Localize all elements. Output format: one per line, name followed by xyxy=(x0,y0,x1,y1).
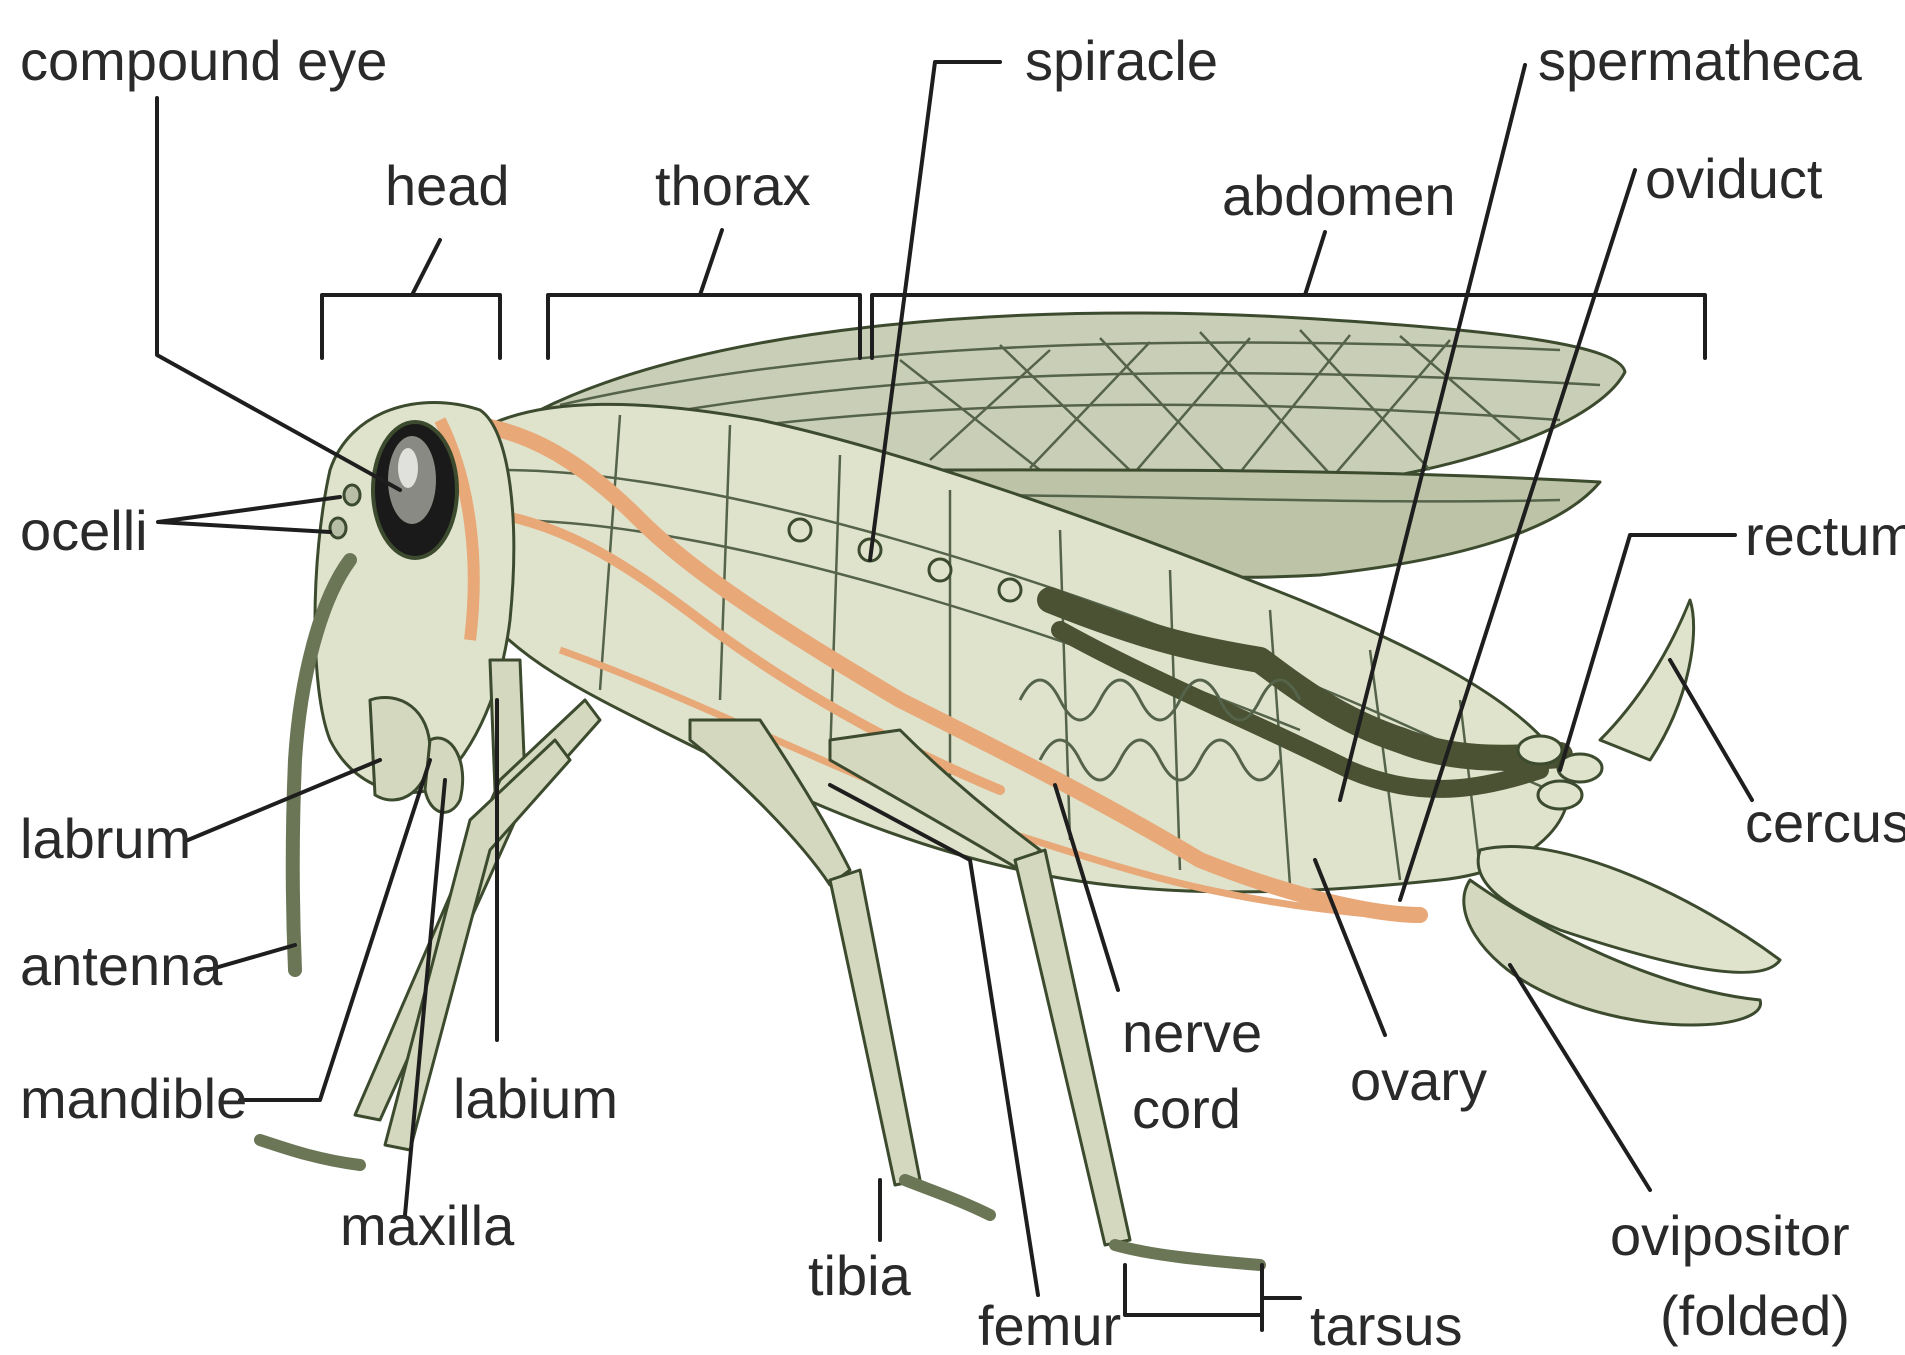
label-nerve-cord-line1: nerve xyxy=(1122,1001,1262,1064)
label-thorax: thorax xyxy=(655,154,811,217)
label-labrum: labrum xyxy=(20,807,191,870)
label-ovary: ovary xyxy=(1350,1049,1487,1112)
label-ovipositor-line2: (folded) xyxy=(1660,1284,1850,1347)
label-ovipositor-line1: ovipositor xyxy=(1610,1204,1850,1267)
head xyxy=(315,403,525,813)
label-labium: labium xyxy=(453,1067,618,1130)
label-rectum: rectum xyxy=(1745,504,1905,567)
label-nerve-cord-line2: cord xyxy=(1132,1077,1241,1140)
label-compound-eye: compound eye xyxy=(20,29,387,92)
label-head: head xyxy=(385,154,510,217)
label-tibia: tibia xyxy=(808,1244,912,1307)
label-oviduct: oviduct xyxy=(1645,147,1823,210)
label-spermatheca: spermatheca xyxy=(1538,29,1863,92)
label-antenna: antenna xyxy=(20,934,223,997)
label-femur: femur xyxy=(978,1294,1121,1355)
label-spiracle: spiracle xyxy=(1025,29,1218,92)
label-ocelli: ocelli xyxy=(20,499,148,562)
label-tarsus: tarsus xyxy=(1310,1294,1463,1355)
label-mandible: mandible xyxy=(20,1067,247,1130)
label-abdomen: abdomen xyxy=(1222,164,1456,227)
label-maxilla: maxilla xyxy=(340,1194,515,1257)
label-cercus: cercus xyxy=(1745,791,1905,854)
